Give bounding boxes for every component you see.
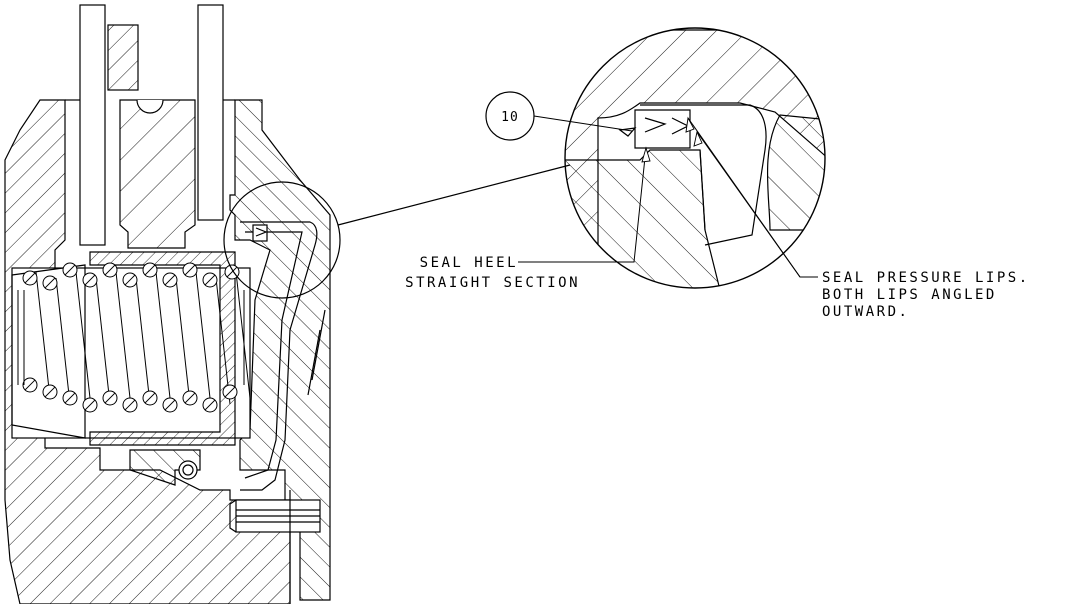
spring-coil-line — [35, 271, 51, 399]
spring-coil-hatch — [24, 272, 36, 284]
spring-coil-hatch — [224, 386, 236, 398]
spring-coil-hatch — [44, 386, 56, 398]
spring-coil-hatch — [124, 274, 136, 286]
spring-coil-hatch — [204, 274, 216, 286]
spring-coil-hatch — [124, 399, 136, 411]
callout-pressure-lips: SEAL PRESSURE LIPS. BOTH LIPS ANGLED OUT… — [685, 116, 1030, 320]
spring-coil-line — [195, 271, 211, 399]
spring-coil-hatch — [184, 264, 196, 276]
item-balloon-label: 10 — [501, 110, 519, 125]
spring-coil-line — [135, 277, 151, 405]
spring-retainer — [89, 251, 236, 446]
spring-coil-hatch — [164, 274, 176, 286]
spring-coil-hatch — [104, 392, 116, 404]
spring-coil-line — [75, 271, 91, 399]
seal-heel-label: SEAL HEEL — [420, 255, 518, 271]
flow-passage — [240, 221, 318, 491]
enlarged-detail-view — [564, 27, 826, 289]
spring-coil-hatch — [64, 264, 76, 276]
spring-coil-line — [155, 271, 171, 399]
center-guide — [119, 99, 196, 249]
spring-coil-line — [215, 277, 231, 405]
spring-coil-line — [235, 271, 251, 399]
left-shaft — [79, 4, 106, 246]
spring-coils — [17, 262, 251, 413]
callout-seal-heel: SEAL HEEL STRAIGHT SECTION — [405, 146, 651, 291]
top-block — [107, 24, 139, 91]
straight-section-label: STRAIGHT SECTION — [405, 275, 580, 291]
spring-coil-hatch — [84, 399, 96, 411]
detail-circle-enlarged — [564, 27, 826, 289]
spring-coil-hatch — [144, 392, 156, 404]
spring-coil-hatch — [64, 392, 76, 404]
right-shaft — [197, 4, 224, 221]
spring-coil-hatch — [184, 392, 196, 404]
spring-coil-hatch — [24, 379, 36, 391]
spring-cavity — [11, 267, 251, 439]
pressure-lips-label-2: BOTH LIPS ANGLED — [822, 287, 997, 303]
callout-item-10: 10 — [485, 91, 633, 141]
pressure-lips-label-1: SEAL PRESSURE LIPS. — [822, 270, 1030, 286]
spring-coil-hatch — [44, 277, 56, 289]
spring-coil-line — [55, 277, 71, 405]
spring-coil-hatch — [144, 264, 156, 276]
main-section-view — [4, 4, 341, 604]
spring-coil-line — [175, 277, 191, 405]
spring-coil-hatch — [226, 266, 238, 278]
spring-coil-hatch — [104, 264, 116, 276]
spring-coil-hatch — [164, 399, 176, 411]
seal-groove-main — [252, 224, 268, 242]
pressure-lips-label-3: OUTWARD. — [822, 304, 909, 320]
detail-leader — [337, 164, 571, 226]
spring-coil-hatch — [204, 399, 216, 411]
spring-coil-line — [115, 271, 131, 399]
detail-circle-main — [223, 181, 341, 299]
spring-coil-line — [95, 277, 111, 405]
lower-retainer — [129, 449, 201, 486]
spring-coil-hatch — [84, 274, 96, 286]
